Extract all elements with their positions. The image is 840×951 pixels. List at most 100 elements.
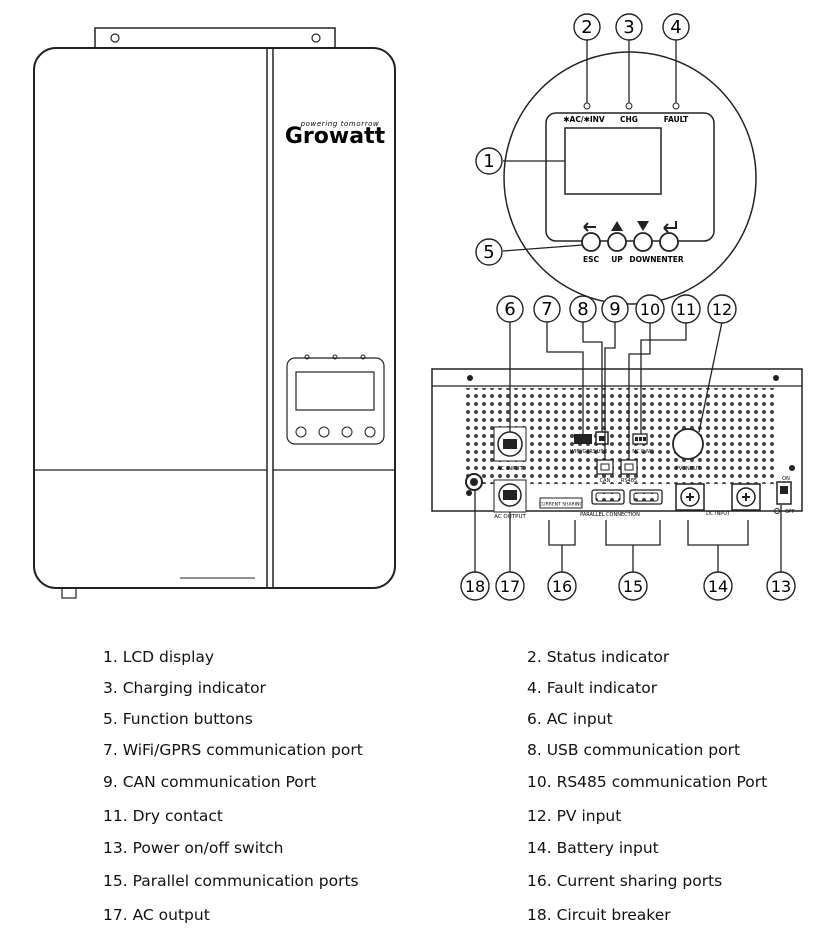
brand-tagline: powering tomorrow xyxy=(300,120,380,128)
legend-item-9: 9. CAN communication Port xyxy=(103,773,317,791)
legend-item-1: 1. LCD display xyxy=(103,648,215,666)
legend-item-15: 15. Parallel communication ports xyxy=(103,872,359,890)
inverter-diagram: powering tomorrow Growatt ✱AC/✱INV CHG F… xyxy=(33,13,803,601)
legend-item-18: 18. Circuit breaker xyxy=(527,906,671,924)
svg-text:15: 15 xyxy=(623,577,643,596)
back-arrow-icon xyxy=(583,222,596,232)
current-sharing-label: CURRENT SHARING xyxy=(539,502,583,508)
pv-input-label: PV INPUT xyxy=(675,466,701,472)
callout-1: 1 xyxy=(475,147,503,175)
can-label: CAN xyxy=(600,478,611,484)
indicator-label-fault: FAULT xyxy=(664,115,689,124)
pv-input-port xyxy=(672,428,704,460)
esc-button[interactable] xyxy=(581,232,601,252)
callout-5: 5 xyxy=(475,238,503,266)
dry-contact-label: NC C NO xyxy=(632,449,654,455)
up-triangle-icon xyxy=(611,221,623,231)
esc-label: ESC xyxy=(583,255,600,264)
parallel-label: PARALLEL CONNECTION xyxy=(580,512,640,518)
callout-3: 3 xyxy=(615,13,643,41)
leader-lines xyxy=(474,40,782,572)
callout-7: 7 xyxy=(533,295,561,323)
switch-off-label: OFF xyxy=(785,509,795,515)
enter-arrow-icon xyxy=(663,221,677,233)
svg-text:14: 14 xyxy=(708,577,728,596)
callout-18: 18 xyxy=(460,571,490,601)
svg-text:12: 12 xyxy=(712,300,732,319)
legend-item-4: 4. Fault indicator xyxy=(527,679,658,697)
inverter-body xyxy=(33,47,396,589)
svg-text:13: 13 xyxy=(771,577,791,596)
usb-label: USB xyxy=(597,449,608,455)
callout-11: 11 xyxy=(671,294,701,324)
control-panel-detail: ✱AC/✱INV CHG FAULT ESC UP DOWN ENTER xyxy=(503,51,757,305)
legend-item-2: 2. Status indicator xyxy=(527,648,670,666)
svg-text:10: 10 xyxy=(640,300,660,319)
legend-item-14: 14. Battery input xyxy=(527,839,659,857)
legend-item-10: 10. RS485 communication Port xyxy=(527,773,768,791)
current-sharing-ports xyxy=(539,497,583,509)
ac-output-port xyxy=(493,479,527,513)
front-mini-panel xyxy=(286,354,385,445)
svg-text:17: 17 xyxy=(500,577,520,596)
wifi-gprs-port xyxy=(574,434,592,444)
dc-input-label: DC INPUT xyxy=(706,511,731,517)
legend-item-5: 5. Function buttons xyxy=(103,710,253,728)
callout-13: 13 xyxy=(766,571,796,601)
callout-8: 8 xyxy=(569,295,597,323)
callout-4: 4 xyxy=(662,13,690,41)
brand-logo: Growatt xyxy=(285,124,386,149)
up-label: UP xyxy=(611,255,623,264)
legend-item-16: 16. Current sharing ports xyxy=(527,872,723,890)
legend-item-11: 11. Dry contact xyxy=(103,807,223,825)
svg-text:2: 2 xyxy=(581,17,592,38)
callout-16: 16 xyxy=(547,571,577,601)
ac-input-port xyxy=(493,426,527,462)
rear-view: AC INPUT AC OUTPUT WIFI/GPRS USB CAN RS4… xyxy=(431,368,803,520)
callout-12: 12 xyxy=(707,294,737,324)
wifi-label: WIFI/GPRS xyxy=(570,449,596,455)
down-button[interactable] xyxy=(633,232,653,252)
callout-2: 2 xyxy=(573,13,601,41)
svg-text:9: 9 xyxy=(609,299,620,320)
svg-text:3: 3 xyxy=(623,17,634,38)
legend-item-17: 17. AC output xyxy=(103,906,210,924)
svg-text:6: 6 xyxy=(504,299,515,320)
callout-9: 9 xyxy=(601,295,629,323)
lcd-display xyxy=(564,127,662,195)
legend-item-12: 12. PV input xyxy=(527,807,622,825)
enter-label: ENTER xyxy=(656,255,684,264)
enter-button[interactable] xyxy=(659,232,679,252)
front-view: powering tomorrow Growatt xyxy=(33,27,396,599)
ac-input-label: AC INPUT xyxy=(497,466,523,472)
callout-15: 15 xyxy=(618,571,648,601)
down-label: DOWN xyxy=(629,255,656,264)
legend-item-6: 6. AC input xyxy=(527,710,613,728)
callout-14: 14 xyxy=(703,571,733,601)
callout-10: 10 xyxy=(635,294,665,324)
svg-text:16: 16 xyxy=(552,577,572,596)
parallel-ports xyxy=(591,489,663,505)
legend-item-7: 7. WiFi/GPRS communication port xyxy=(103,741,363,759)
callout-17: 17 xyxy=(495,571,525,601)
rs485-label: RS485 xyxy=(621,478,637,484)
callouts: 1 2 3 4 5 6 7 8 9 10 11 12 18 17 16 15 1… xyxy=(460,13,796,601)
indicator-label-chg: CHG xyxy=(620,115,638,124)
down-triangle-icon xyxy=(637,221,649,231)
svg-text:8: 8 xyxy=(577,299,588,320)
up-button[interactable] xyxy=(607,232,627,252)
svg-text:11: 11 xyxy=(676,300,696,319)
rs485-port xyxy=(620,459,638,475)
callout-6: 6 xyxy=(496,295,524,323)
legend-item-8: 8. USB communication port xyxy=(527,741,741,759)
svg-text:5: 5 xyxy=(483,242,494,263)
svg-text:18: 18 xyxy=(465,577,485,596)
legend-item-13: 13. Power on/off switch xyxy=(103,839,284,857)
svg-text:7: 7 xyxy=(541,299,552,320)
indicator-label-status: ✱AC/✱INV xyxy=(563,115,605,124)
legend-item-3: 3. Charging indicator xyxy=(103,679,266,697)
svg-text:1: 1 xyxy=(483,151,494,172)
can-port xyxy=(596,459,614,475)
svg-text:4: 4 xyxy=(670,17,681,38)
switch-on-label: ON xyxy=(782,476,790,482)
